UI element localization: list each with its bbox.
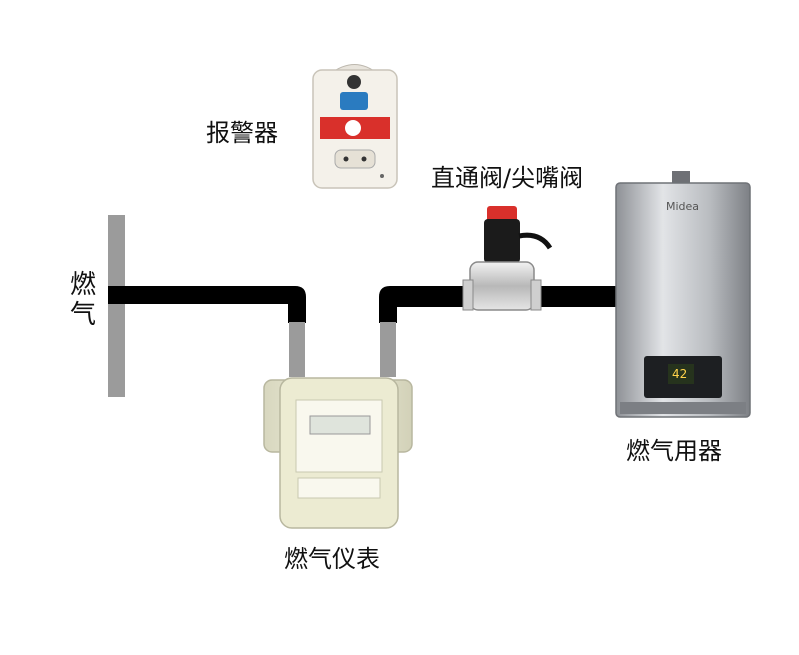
gas-supply-pipe: [108, 215, 125, 397]
solenoid-valve: [462, 206, 553, 311]
heater-brand-text: Midea: [666, 200, 700, 213]
meter-outlet-riser: [380, 322, 396, 377]
pipe-left-section: [108, 286, 306, 323]
appliance-label: 燃气用器: [626, 437, 722, 465]
gas-source-label-char-1: 燃: [69, 270, 96, 300]
valve-label: 直通阀/尖嘴阀: [431, 164, 584, 192]
meter-label: 燃气仪表: [284, 545, 380, 573]
gas-alarm-device: [312, 64, 398, 189]
alarm-label: 报警器: [206, 119, 278, 147]
meter-inlet-riser: [289, 322, 305, 377]
gas-source-label: 燃 气: [68, 270, 98, 331]
gas-meter-device: [263, 377, 413, 529]
gas-source-label-char-2: 气: [69, 299, 96, 330]
gas-water-heater: [615, 171, 751, 418]
heater-display-readout: 42: [672, 367, 688, 381]
